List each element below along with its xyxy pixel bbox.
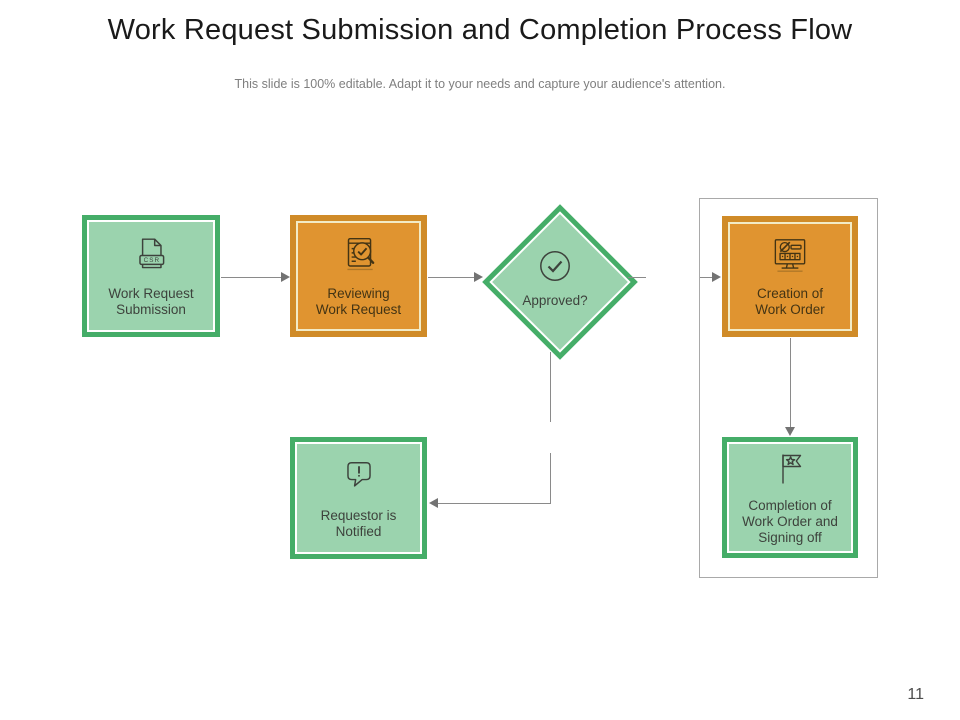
connector-reviewing-to-approved: [428, 277, 474, 278]
node-creation-of-work-order[interactable]: Creation of Work Order: [722, 216, 858, 337]
page-number: 11: [907, 686, 924, 703]
node-work-request-submission[interactable]: CSR Work Request Submission: [82, 215, 220, 337]
connector-creation-to-completion: [790, 338, 791, 427]
arrowhead-down-icon: [785, 427, 795, 436]
connector-group-to-creation: [700, 277, 712, 278]
monitor-work-order-icon: [767, 235, 813, 277]
work-order-group-frame: [699, 198, 878, 578]
node-label: Requestor is Notified: [320, 507, 397, 539]
connector-approved-down-lower: [550, 453, 551, 503]
connector-approved-down-upper: [550, 352, 551, 422]
notification-bubble-icon: [338, 457, 380, 499]
connector-submission-to-reviewing: [221, 277, 281, 278]
node-completion-signing-off[interactable]: Completion of Work Order and Signing off: [722, 437, 858, 558]
arrowhead-right-icon: [281, 272, 290, 282]
file-csr-icon: CSR: [130, 235, 172, 277]
node-requestor-is-notified[interactable]: Requestor is Notified: [290, 437, 427, 559]
slide-subtitle: This slide is 100% editable. Adapt it to…: [234, 77, 726, 91]
node-reviewing-work-request[interactable]: Reviewing Work Request: [290, 215, 427, 337]
page-title: Work Request Submission and Completion P…: [107, 14, 853, 46]
connector-to-notified: [438, 503, 551, 504]
node-label: Reviewing Work Request: [315, 285, 402, 317]
arrowhead-left-icon: [429, 498, 438, 508]
node-label: Completion of Work Order and Signing off: [742, 498, 838, 545]
review-magnifier-icon: [338, 235, 380, 277]
node-label: Work Request Submission: [108, 285, 194, 317]
check-circle-icon: [537, 248, 573, 284]
arrowhead-right-icon: [474, 272, 483, 282]
flag-star-icon: [770, 449, 810, 489]
connector-approved-stub: [628, 277, 646, 278]
arrowhead-right-icon: [712, 272, 721, 282]
node-label: Approved?: [522, 292, 588, 308]
node-label: Creation of Work Order: [755, 286, 825, 317]
decision-diamond-content: Approved?: [495, 223, 615, 333]
svg-text:CSR: CSR: [144, 257, 160, 264]
